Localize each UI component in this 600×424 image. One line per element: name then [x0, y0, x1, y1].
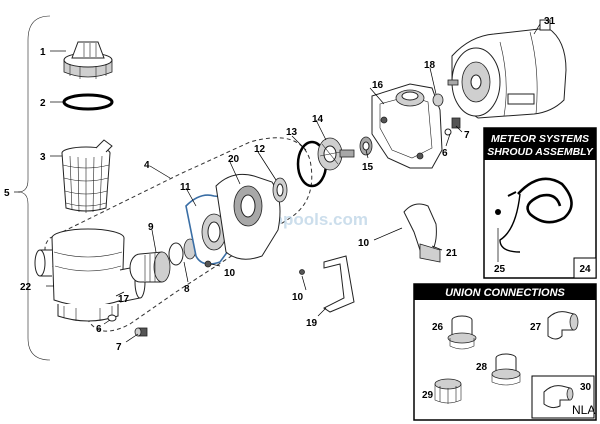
- callout-16: 16: [372, 80, 384, 91]
- seal-housing-volute: [371, 83, 443, 169]
- union-box-title: UNION CONNECTIONS: [445, 287, 565, 299]
- callout-5: 5: [4, 188, 10, 199]
- drain-plug: [134, 327, 148, 337]
- impeller: [317, 137, 355, 171]
- callout-2: 2: [40, 98, 46, 109]
- drain-plug-o-ring: [107, 314, 117, 322]
- hardware-screw-10-lower: [204, 260, 221, 268]
- motor: [447, 19, 567, 119]
- assembly-group-outline-4: [44, 137, 313, 332]
- strainer-lid: [63, 41, 113, 79]
- leader-lines: [46, 23, 541, 343]
- union-fitting-30-nla: NLA: [531, 375, 595, 419]
- callout-7-right: 7: [464, 130, 470, 141]
- callout-4: 4: [144, 160, 150, 171]
- union-fitting-29: [434, 378, 462, 404]
- lid-o-ring: [62, 93, 114, 111]
- callout-19: 19: [306, 318, 318, 329]
- housing-hardware: [432, 93, 461, 136]
- diffuser-union-nut: [129, 251, 171, 283]
- callout-30: 30: [580, 382, 592, 393]
- callout-7-left: 7: [116, 342, 122, 353]
- callout-12: 12: [254, 144, 266, 155]
- callout-15: 15: [362, 162, 374, 173]
- pump-base: [299, 255, 355, 313]
- callout-28: 28: [476, 362, 488, 373]
- pump-housing: [34, 228, 146, 322]
- callout-10-base: 10: [292, 292, 304, 303]
- callout-10-right: 10: [358, 238, 370, 249]
- union-elbow-27: [547, 311, 579, 340]
- callout-21: 21: [446, 248, 458, 259]
- assembly-bracket-5: [17, 15, 51, 361]
- meteor-part-number: 25: [494, 264, 506, 275]
- callout-13: 13: [286, 127, 298, 138]
- meteor-title-line1: METEOR SYSTEMS: [491, 133, 589, 145]
- callout-20: 20: [228, 154, 240, 165]
- motor-mount-foot: [403, 203, 441, 263]
- union-fitting-28: [491, 353, 521, 386]
- motor-adapter-plate: [215, 173, 281, 260]
- mechanical-seal: [272, 177, 288, 203]
- callout-17: 17: [118, 294, 130, 305]
- union-connections-box: UNION CONNECTIONS NLA 26: [413, 283, 597, 421]
- callout-14: 14: [312, 114, 324, 125]
- callout-6-left: 6: [96, 324, 102, 335]
- diffuser-tail: [168, 238, 197, 266]
- callout-10-mid: 10: [224, 268, 236, 279]
- callout-29: 29: [422, 390, 434, 401]
- impeller-screw-washer: [359, 136, 373, 156]
- callout-9: 9: [148, 222, 154, 233]
- callout-22: 22: [20, 282, 32, 293]
- callout-11: 11: [180, 182, 191, 193]
- nla-label: NLA: [572, 403, 595, 417]
- meteor-shroud-box: METEOR SYSTEMS SHROUD ASSEMBLY 24 25: [483, 127, 597, 279]
- callout-27: 27: [530, 322, 542, 333]
- callout-3: 3: [40, 152, 46, 163]
- callout-6-right: 6: [442, 148, 448, 159]
- callout-8: 8: [184, 284, 190, 295]
- callout-26: 26: [432, 322, 444, 333]
- meteor-ref-number: 24: [579, 264, 591, 275]
- callout-18: 18: [424, 60, 436, 71]
- union-fitting-26: [447, 315, 477, 350]
- strainer-basket: [61, 139, 113, 213]
- callout-1: 1: [40, 47, 46, 58]
- callout-numbers: 1 2 3 5 4 11 20 12 13 14 16 15 18 31 6 7…: [4, 16, 556, 353]
- shroud-cable-coil: [495, 177, 573, 262]
- meteor-title-line2: SHROUD ASSEMBLY: [487, 146, 594, 158]
- callout-31: 31: [544, 16, 556, 27]
